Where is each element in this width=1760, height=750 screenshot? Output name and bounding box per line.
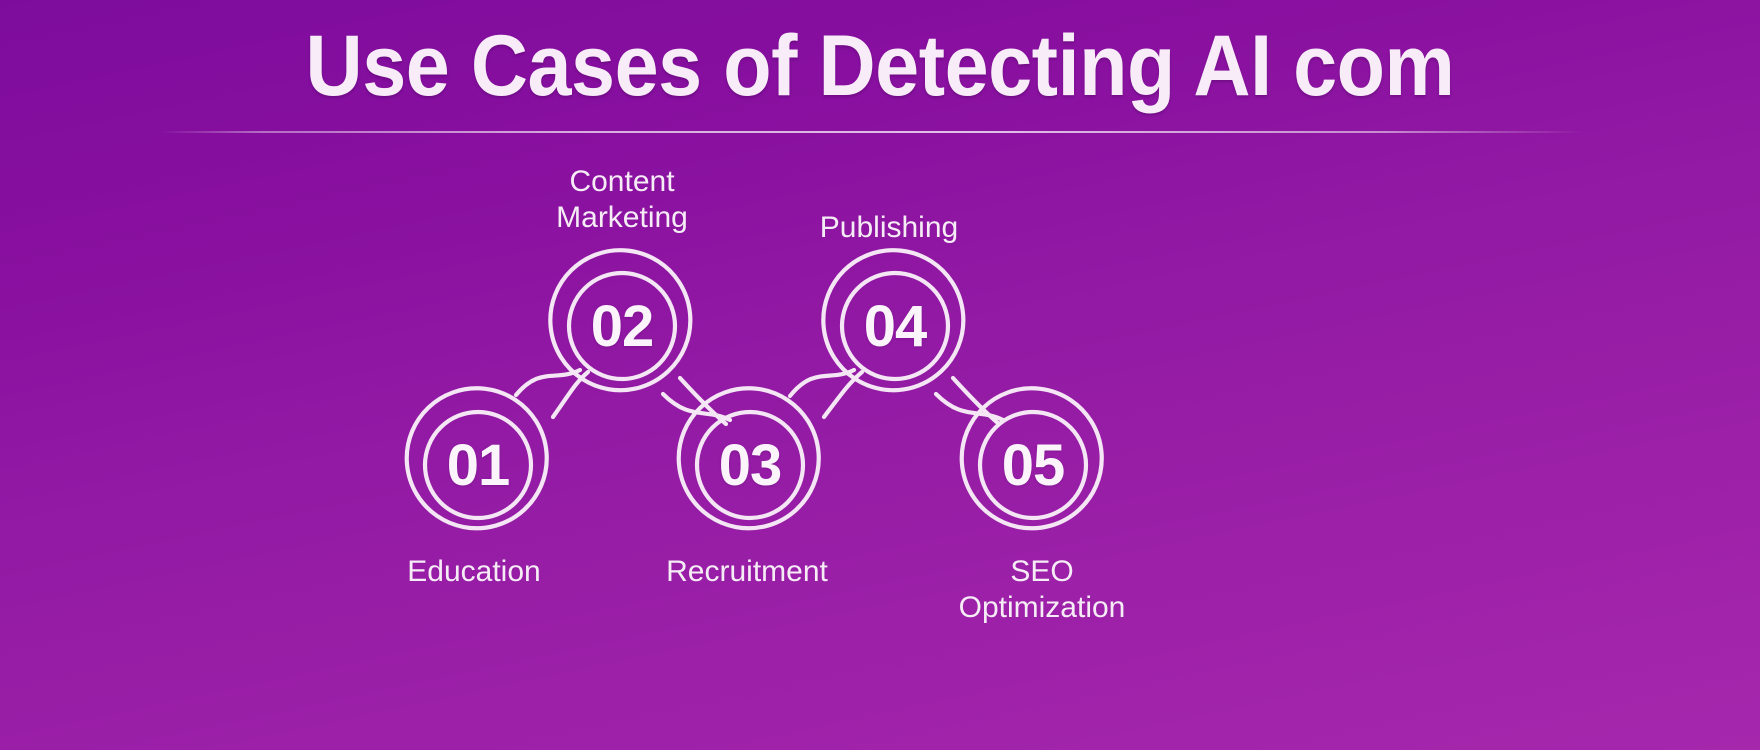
node-04-label: Publishing — [819, 211, 959, 244]
node-03-inner-ring — [694, 409, 806, 521]
node-02-outer-ring — [548, 248, 693, 393]
node-03-rings[interactable] — [676, 386, 821, 531]
node-04-outer-ring — [821, 248, 966, 393]
title-divider — [160, 131, 1585, 133]
node-03-outer-ring — [676, 386, 821, 531]
node-05-outer-ring — [959, 386, 1104, 531]
node-02-inner-ring — [566, 270, 678, 382]
connector-03-04 — [821, 369, 865, 420]
connector-04-05-outer — [933, 391, 1006, 423]
node-01-rings[interactable] — [404, 386, 549, 531]
node-03-number: 03 — [718, 433, 783, 498]
node-01-label: Education — [407, 555, 541, 588]
node-05-label: SEO Optimization — [958, 555, 1126, 624]
node-03-label: Recruitment — [666, 555, 828, 588]
node-01-number: 01 — [446, 433, 511, 498]
connector-04-05 — [950, 375, 1002, 427]
node-04-rings[interactable] — [821, 248, 966, 393]
node-02-label: Content Marketing — [556, 165, 688, 234]
node-01-inner-ring — [422, 409, 534, 521]
connector-01-02 — [550, 369, 591, 420]
node-04-number: 04 — [863, 294, 928, 359]
node-05-inner-ring — [977, 409, 1089, 521]
node-05-number: 05 — [1001, 433, 1066, 498]
node-02-number: 02 — [590, 294, 655, 359]
page-title: Use Cases of Detecting AI com — [305, 18, 1455, 114]
node-02-rings[interactable] — [548, 248, 693, 393]
node-01-outer-ring — [404, 386, 549, 531]
node-05-rings[interactable] — [959, 386, 1104, 531]
node-04-inner-ring — [839, 270, 951, 382]
title-block: Use Cases of Detecting AI com — [0, 18, 1760, 114]
